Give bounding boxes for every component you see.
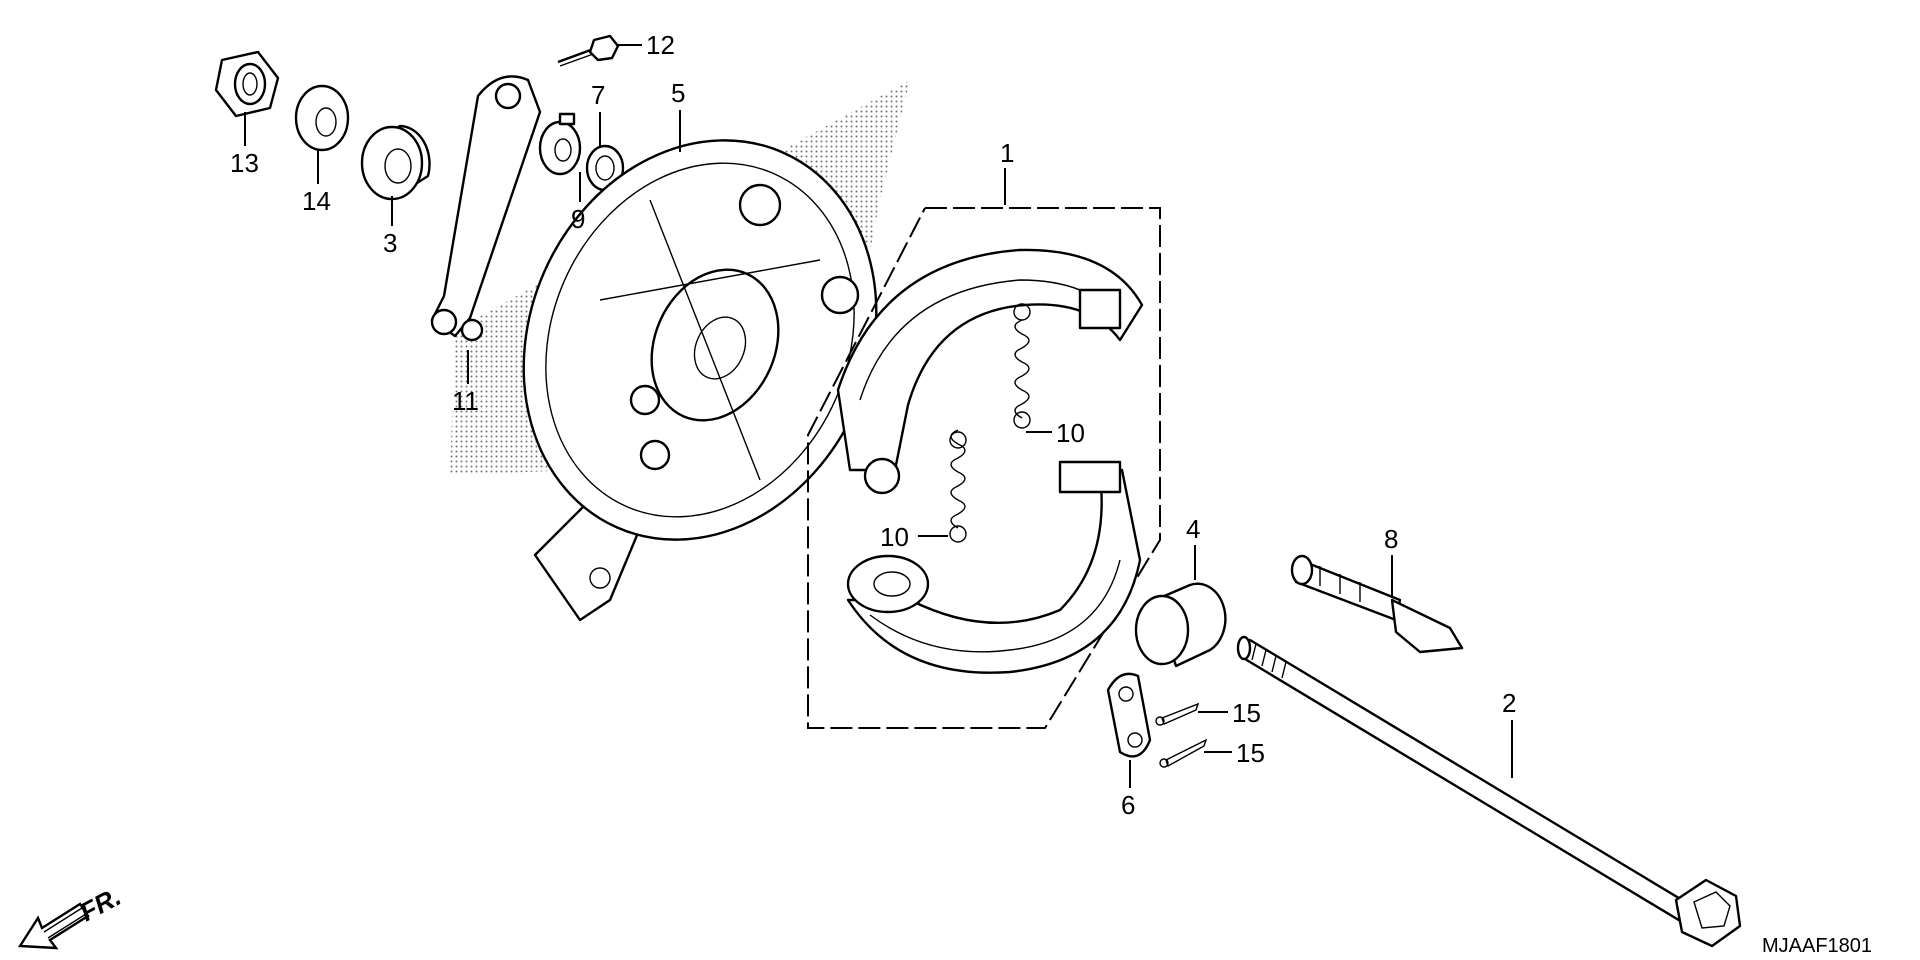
part-5-brake-panel[interactable]: [461, 84, 938, 622]
brake-shoe-lower[interactable]: [846, 460, 1142, 674]
part-7-seal[interactable]: [585, 144, 625, 192]
callout-labels: 1 2 3 4 5 6 7 8 9 10 10 11 12 13 14 15 1…: [230, 30, 1516, 820]
part-10-spring-upper[interactable]: [1013, 303, 1031, 429]
callout-10-lower: 10: [880, 522, 909, 552]
part-8-brake-cam[interactable]: [1290, 554, 1464, 654]
part-15-cotter-pin-lower[interactable]: [1159, 738, 1208, 768]
part-13-nut[interactable]: [214, 50, 280, 118]
front-direction-arrow-icon: [17, 902, 90, 950]
part-11-brake-arm[interactable]: [430, 75, 542, 342]
part-9-lock-washer[interactable]: [538, 112, 582, 176]
callout-9: 9: [571, 204, 585, 234]
callout-11: 11: [452, 386, 479, 416]
part-2-axle[interactable]: [1236, 635, 1742, 948]
callout-15-lower: 15: [1236, 738, 1265, 768]
callout-4: 4: [1186, 514, 1200, 544]
callout-8: 8: [1384, 524, 1398, 554]
callout-6: 6: [1121, 790, 1135, 820]
part-15-cotter-pin-upper[interactable]: [1155, 702, 1200, 726]
part-4-collar[interactable]: [1134, 582, 1227, 668]
part-6-plate[interactable]: [1106, 672, 1152, 758]
diagram-code: MJAAF1801: [1762, 935, 1872, 957]
part-10-spring-lower[interactable]: [949, 429, 967, 543]
callout-2: 2: [1502, 688, 1516, 718]
part-14-washer[interactable]: [294, 84, 350, 152]
callout-3: 3: [383, 228, 397, 258]
callout-10-upper: 10: [1056, 418, 1085, 448]
callout-14: 14: [302, 186, 331, 216]
callout-7: 7: [591, 80, 605, 110]
part-1-brake-shoe-set[interactable]: [807, 207, 1161, 729]
callout-5: 5: [671, 78, 685, 108]
brake-shoe-upper[interactable]: [836, 248, 1144, 495]
leader-lines: [244, 44, 1513, 788]
part-12-bolt[interactable]: [557, 34, 620, 67]
callout-12: 12: [646, 30, 675, 60]
callout-15-upper: 15: [1232, 698, 1261, 728]
callout-13: 13: [230, 148, 259, 178]
callout-1: 1: [1000, 138, 1014, 168]
part-3-bearing[interactable]: [360, 124, 431, 201]
front-direction-marker: FR.: [17, 881, 126, 950]
